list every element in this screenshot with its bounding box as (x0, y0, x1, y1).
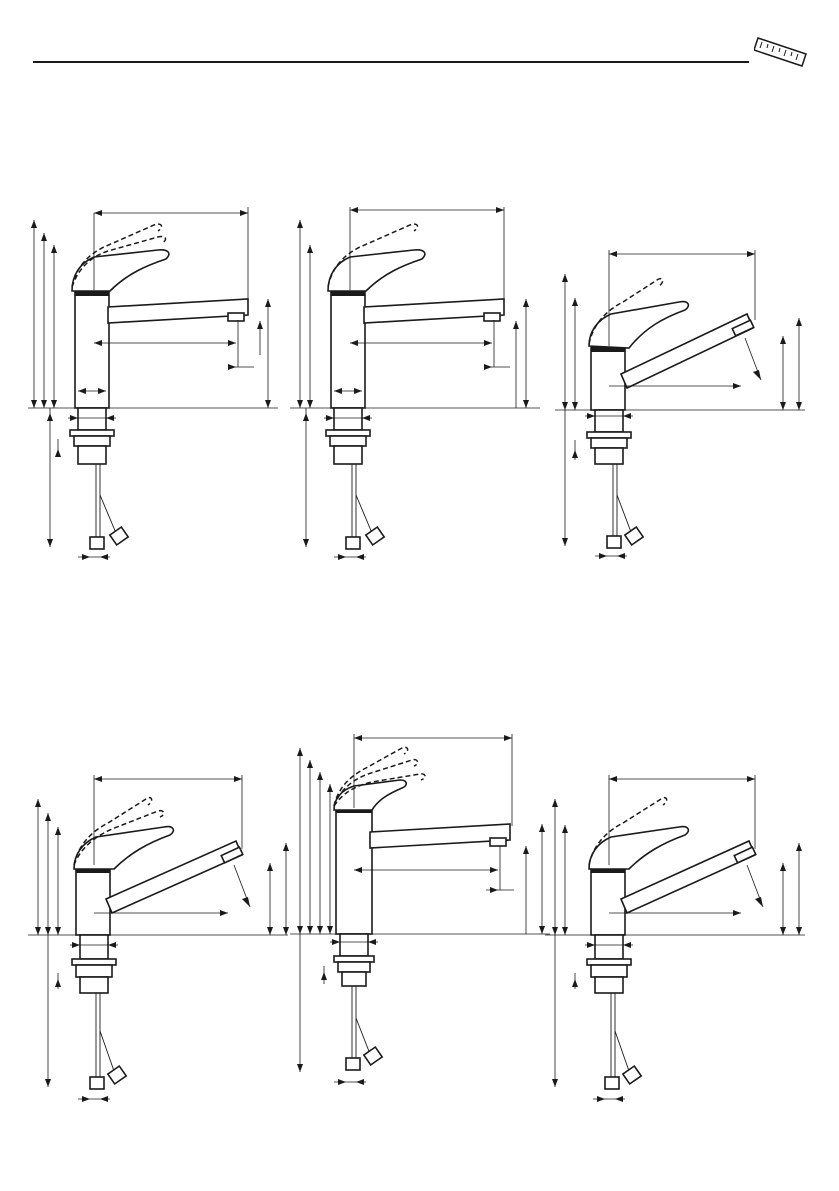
header-rule (33, 61, 749, 63)
dimension-lines (290, 734, 550, 1085)
faucet-dimension-drawing-5 (290, 728, 560, 1093)
mounting-assembly (70, 408, 128, 549)
faucet-body (72, 224, 248, 408)
mounting-assembly (587, 410, 643, 548)
dimension-lines (545, 775, 805, 1102)
faucet-body (328, 224, 504, 408)
faucet-dimension-drawing-4 (28, 765, 298, 1110)
faucet-dimension-drawing-1 (28, 195, 288, 570)
mounting-assembly (587, 935, 641, 1089)
faucet-body (74, 798, 243, 935)
faucet-dimension-drawing-3 (555, 240, 815, 570)
faucet-body (334, 747, 510, 934)
mounting-assembly (326, 408, 384, 549)
faucet-body (589, 279, 754, 410)
dimension-lines (28, 775, 289, 1102)
faucet-dimension-drawing-2 (290, 195, 550, 570)
faucet-body (589, 798, 756, 935)
ruler-icon (754, 32, 810, 68)
mounting-assembly (72, 935, 126, 1089)
faucet-dimension-drawing-6 (545, 765, 815, 1110)
mounting-assembly (334, 934, 382, 1070)
